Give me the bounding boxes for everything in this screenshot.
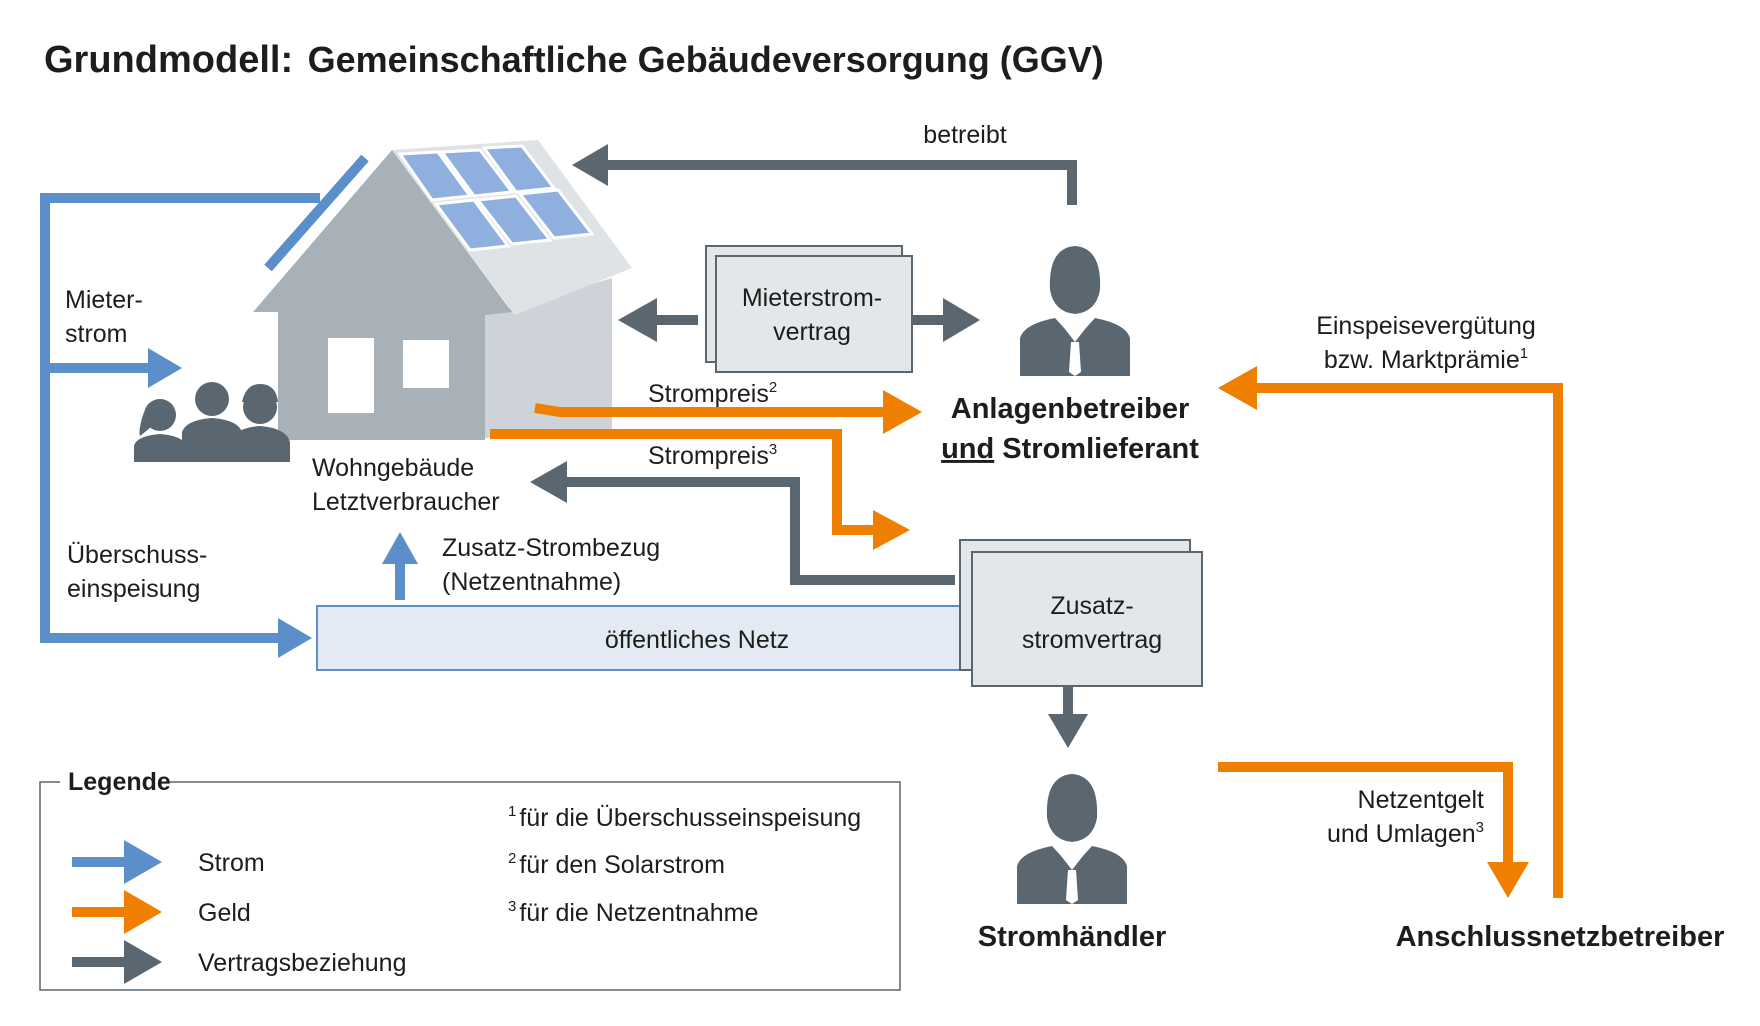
public-grid-box xyxy=(316,605,978,671)
label-anlagenbetreiber-2: und Stromlieferant xyxy=(941,433,1199,465)
geld-line-strompreis3 xyxy=(490,429,875,535)
document-icon xyxy=(705,245,913,373)
label-betreibt: betreibt xyxy=(923,121,1006,149)
person-haendler-tie xyxy=(1066,870,1078,904)
strom-arrowhead-up xyxy=(382,532,418,564)
geld-flows xyxy=(490,366,1563,898)
legend-strom-arrowhead xyxy=(124,840,162,884)
vertrag-arrowhead-haendler xyxy=(1048,714,1088,748)
tenant-hair-3 xyxy=(242,384,278,402)
person-haendler-collar xyxy=(1055,846,1089,870)
label-wohngebaeude-1: Wohngebäude xyxy=(312,454,474,482)
label-anschlussnetzbetreiber: Anschlussnetzbetreiber xyxy=(1396,921,1725,953)
vertrag-arrowhead-betreibt xyxy=(572,144,608,186)
house-window-left xyxy=(328,338,374,413)
legend-geld-arrowhead xyxy=(124,890,162,934)
label-mieterstrom-2: strom xyxy=(65,320,128,348)
label-zusatzbezug-2: (Netzentnahme) xyxy=(442,568,621,596)
doc-zusatz-front xyxy=(971,551,1203,687)
label-einspeise-2: bzw. Marktprämie1 xyxy=(1324,345,1528,374)
geld-arrowhead-einspeise xyxy=(1218,366,1257,410)
vertrag-line-zusatz xyxy=(565,477,955,585)
house-window-right xyxy=(403,340,449,388)
legend-vertrag-arrowhead xyxy=(124,940,162,984)
person-icon-haendler xyxy=(1017,774,1127,904)
vertrag-arrowhead-mieterstrom-right xyxy=(943,298,980,342)
strom-arrowhead-tenants xyxy=(148,348,182,388)
public-grid-label: öffentliches Netz xyxy=(605,626,789,654)
tenants-icon xyxy=(134,382,290,462)
geld-arrowhead-strompreis2 xyxy=(883,390,922,434)
strom-line-roof xyxy=(264,154,369,272)
mieterstromvertrag-line1: Mieterstrom- xyxy=(742,284,882,312)
label-wohngebaeude-2: Letztverbraucher xyxy=(312,488,500,516)
person-anlagenbetreiber-tie xyxy=(1069,342,1081,376)
legend-strom-label: Strom xyxy=(198,849,265,877)
label-einspeise-1: Einspeisevergütung xyxy=(1316,312,1536,340)
person-icon xyxy=(1020,246,1130,376)
document-icon-zusatz xyxy=(959,539,1203,687)
tenant-head-2 xyxy=(195,382,229,416)
label-mieterstrom-1: Mieter- xyxy=(65,286,143,314)
person-haendler-head xyxy=(1046,774,1098,842)
label-strompreis3: Strompreis3 xyxy=(648,441,777,470)
geld-line-einspeise xyxy=(1255,383,1563,898)
diagram-title: Grundmodell: Gemeinschaftliche Gebäudeve… xyxy=(44,39,1104,81)
tenant-body-3 xyxy=(230,426,290,462)
legend-title: Legende xyxy=(68,768,171,796)
tenant-hair-1 xyxy=(139,412,150,436)
strom-flows xyxy=(40,154,418,658)
geld-arrowhead-strompreis3 xyxy=(873,510,910,550)
house-icon xyxy=(253,140,632,440)
geld-arrowhead-netzentgelt xyxy=(1487,862,1529,898)
strom-arrowhead-netz xyxy=(278,618,312,658)
label-strompreis2: Strompreis2 xyxy=(648,379,777,408)
solar-panel-2 xyxy=(439,148,515,198)
legend-geld-label: Geld xyxy=(198,899,251,927)
person-anlagenbetreiber-head xyxy=(1049,246,1101,314)
legend-vertrag-label: Vertragsbeziehung xyxy=(198,949,406,977)
strom-line-left xyxy=(40,193,320,643)
legend-border xyxy=(39,781,901,991)
geld-line-netzentgelt xyxy=(1218,762,1513,864)
label-stromhaendler: Stromhändler xyxy=(978,921,1167,953)
zusatzvertrag-line1: Zusatz- xyxy=(1050,592,1133,620)
tenant-head-1 xyxy=(144,399,176,431)
solar-panel-5 xyxy=(475,194,553,246)
label-anlagenbetreiber-1: Anlagenbetreiber xyxy=(951,393,1190,425)
solar-panel-icon xyxy=(397,144,595,252)
solar-panel-6 xyxy=(517,188,595,240)
label-netzentgelt-1: Netzentgelt xyxy=(1358,786,1485,814)
tenant-body-1 xyxy=(134,434,186,462)
tenant-body-2 xyxy=(182,418,242,462)
label-ueberschuss-1: Überschuss- xyxy=(67,541,207,569)
vertrag-arrowhead-zusatz xyxy=(530,461,567,503)
solar-panel-1 xyxy=(397,150,473,202)
person-anlagenbetreiber-collar xyxy=(1058,318,1092,342)
house-side-wall xyxy=(485,278,612,438)
label-zusatzbezug-1: Zusatz-Strombezug xyxy=(442,534,660,562)
mieterstromvertrag-line2: vertrag xyxy=(773,318,851,346)
vertrag-flows xyxy=(530,144,1088,748)
vertrag-arrowhead-mieterstrom-left xyxy=(618,298,657,342)
solar-panel-3 xyxy=(481,144,557,194)
doc-mieterstrom-front xyxy=(715,255,913,373)
zusatzvertrag-line2: stromvertrag xyxy=(1022,626,1162,654)
geld-line-strompreis2 xyxy=(534,403,885,417)
label-ueberschuss-2: einspeisung xyxy=(67,575,200,603)
vertrag-line-betreibt xyxy=(605,160,1077,205)
solar-panel-4 xyxy=(433,198,511,252)
label-netzentgelt-2: und Umlagen3 xyxy=(1327,819,1484,848)
